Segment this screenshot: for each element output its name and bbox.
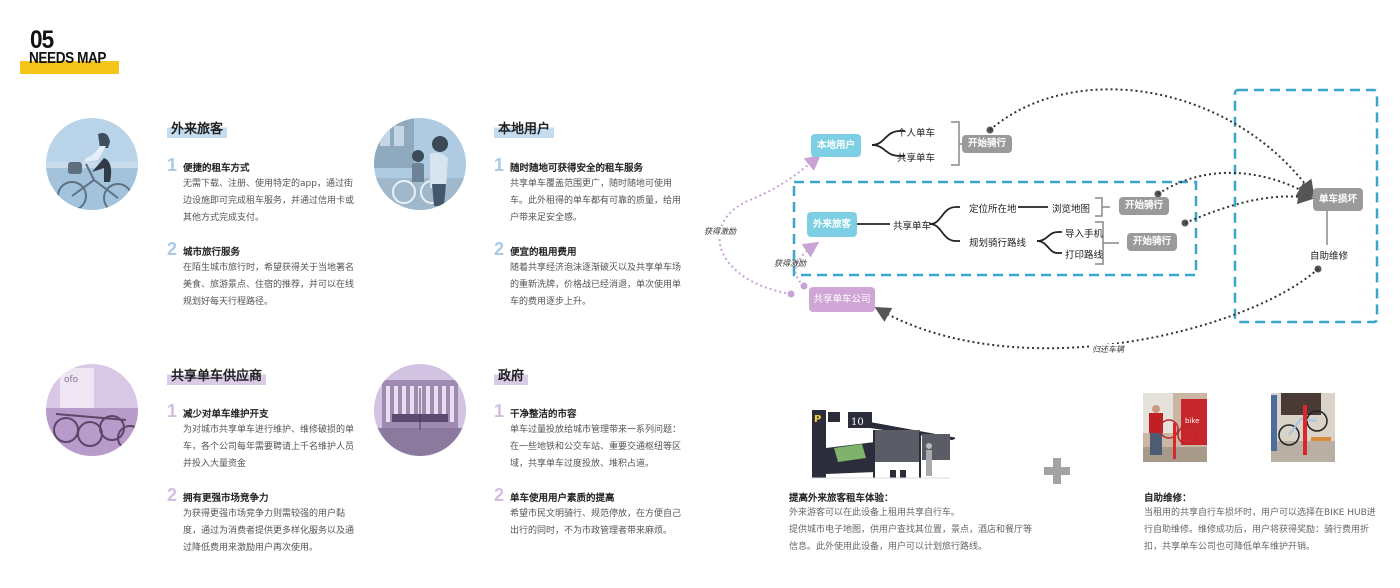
plus-icon: [1044, 458, 1070, 484]
card-body-self-repair: 当租用的共享自行车损坏时，用户可以选择在BIKE HUB进行自助维修。维修成功后…: [1144, 508, 1376, 552]
node-start-ride-browse: 开始骑行: [1119, 197, 1169, 215]
repair-photo-1: bike: [1143, 393, 1207, 462]
edge-company-reward-tourist: [794, 241, 820, 287]
bike-fleet-photo-icon: ofo: [46, 364, 138, 456]
point-body: 希望市民文明骑行、规范停放，在方便自己出行的同时，不为市政管理者带来麻烦。: [510, 509, 682, 536]
edge-browse-ride-to-broken: [1157, 171, 1314, 197]
point-title: 便捷的租车方式: [183, 163, 250, 174]
node-local-user: 本地用户: [811, 134, 861, 157]
edge-repair-return: [874, 268, 1319, 350]
node-start-ride-local: 开始骑行: [962, 135, 1012, 153]
svg-text:bike: bike: [1185, 417, 1200, 425]
point-body: 为获得更强市场竞争力则需较强的用户黏度，通过为消费者提供更多样化服务以及通过降低…: [183, 509, 355, 553]
node-bike-broken: 单车损坏: [1313, 188, 1363, 211]
point-number: 2: [494, 239, 505, 259]
bracket-browse: [1095, 197, 1110, 217]
point-title: 随时随地可获得安全的租车服务: [510, 163, 644, 174]
branch-locate: [929, 206, 960, 225]
point-body: 单车过量投放给城市管理带来一系列问题：在一些地铁和公交车站、重要交通枢纽等区域，…: [510, 425, 682, 469]
point-number: 1: [167, 401, 178, 421]
branch-personal-bike: [871, 130, 905, 146]
svg-text:10: 10: [851, 417, 864, 428]
bike-hub-boundary: [1233, 88, 1379, 324]
local-riders-photo-icon: [374, 118, 466, 210]
point-title: 干净整洁的市容: [510, 409, 577, 420]
label-plan-route: 规划骑行路线: [969, 238, 1027, 249]
label-browse-map: 浏览地图: [1052, 204, 1091, 215]
point-body: 在陌生城市旅行时，希望获得关于当地著名美食、旅游景点、住宿的推荐，并可以在线规划…: [183, 263, 355, 307]
bike-hub-station-image: P 10: [790, 402, 955, 482]
repair-photo-2: [1271, 393, 1335, 462]
branch-plan: [929, 223, 960, 242]
persona-avatar-local-user: [374, 118, 466, 210]
persona-avatar-tourist: [46, 118, 138, 210]
edge-company-reward-local: [718, 154, 822, 295]
tourist-flow-boundary: [792, 180, 1198, 277]
branch-shared-bike: [871, 144, 905, 157]
persona-title-tourist: 外来旅客: [167, 122, 228, 138]
persona-title-government: 政府: [494, 369, 529, 385]
svg-text:P: P: [814, 414, 821, 425]
label-print-route: 打印路线: [1065, 250, 1104, 261]
node-tourist: 外来旅客: [807, 212, 857, 237]
point-body: 为对城市共享单车进行维护、维修破损的单车，各个公司每年需要聘请上千名维护人员并投…: [183, 425, 355, 469]
persona-avatar-bike-supplier: ofo: [46, 364, 138, 456]
card-title-tourist-experience: 提高外来旅客租车体验：: [789, 493, 894, 504]
label-locate: 定位所在地: [969, 204, 1017, 215]
label-personal-bike: 个人单车: [897, 128, 936, 139]
card-title-self-repair: 自助维修：: [1144, 493, 1192, 504]
point-number: 1: [494, 401, 505, 421]
point-number: 2: [167, 485, 178, 505]
government-building-photo-icon: [374, 364, 466, 456]
point-title: 单车使用用户素质的提高: [510, 493, 615, 504]
card-body-tourist-experience: 外来游客可以在此设备上租用共享自行车。 提供城市电子地图，供用户查找其位置，景点…: [789, 508, 1033, 552]
label-self-repair: 自助维修: [1310, 251, 1349, 262]
persona-avatar-government: [374, 364, 466, 456]
point-title: 便宜的租用费用: [510, 247, 577, 258]
node-bike-company: 共享单车公司: [809, 287, 875, 312]
page-title: NEEDS MAP: [29, 50, 107, 67]
cyclist-photo-icon: [46, 118, 138, 210]
needs-flow-diagram: 本地用户 个人单车 共享单车 开始骑行 外来旅客 共享单车 定位所在地 浏览地图…: [690, 80, 1400, 370]
title-highlight-bar: [20, 61, 119, 74]
section-number: 05: [30, 26, 54, 54]
node-start-ride-route: 开始骑行: [1127, 233, 1177, 251]
persona-title-local-user: 本地用户: [494, 122, 555, 138]
repair-stand-photo-icon: [1271, 393, 1335, 462]
edge-label-return-bike: 归还车辆: [1092, 344, 1124, 355]
label-tourist-shared-bike: 共享单车: [893, 221, 932, 232]
edge-label-get-reward: 获得激励: [774, 259, 806, 268]
branch-print: [1036, 240, 1062, 254]
svg-text:ofo: ofo: [64, 375, 79, 385]
persona-title-bike-supplier: 共享单车供应商: [167, 369, 267, 385]
point-number: 1: [494, 155, 505, 175]
point-title: 拥有更强市场竞争力: [183, 493, 269, 504]
branch-import: [1036, 231, 1062, 242]
repair-stand-photo-icon: bike: [1143, 393, 1207, 462]
point-title: 减少对单车维护开支: [183, 409, 269, 420]
point-number: 1: [167, 155, 178, 175]
point-body: 随着共享经济泡沫逐渐破灭以及共享单车场的重新洗牌，价格战已经消退，单次使用单车的…: [510, 263, 682, 307]
point-title: 城市旅行服务: [183, 247, 241, 258]
point-body: 共享单车覆盖范围更广，随时随地可使用车。此外租得的单车都有可靠的质量，给用户带来…: [510, 179, 682, 223]
label-shared-bike: 共享单车: [897, 153, 936, 164]
point-number: 2: [167, 239, 178, 259]
label-import-phone: 导入手机: [1065, 229, 1104, 240]
point-body: 无需下载、注册、使用特定的app，通过街边设施即可完成租车服务，并通过信用卡或其…: [183, 179, 355, 223]
edge-label-get-reward: 获得激励: [704, 226, 736, 237]
bike-hub-station-render-icon: P 10: [790, 402, 955, 482]
diagram-connectors: [718, 88, 1379, 350]
point-number: 2: [494, 485, 505, 505]
edge-route-ride-to-broken: [1184, 188, 1314, 224]
bracket-route: [1095, 221, 1119, 265]
